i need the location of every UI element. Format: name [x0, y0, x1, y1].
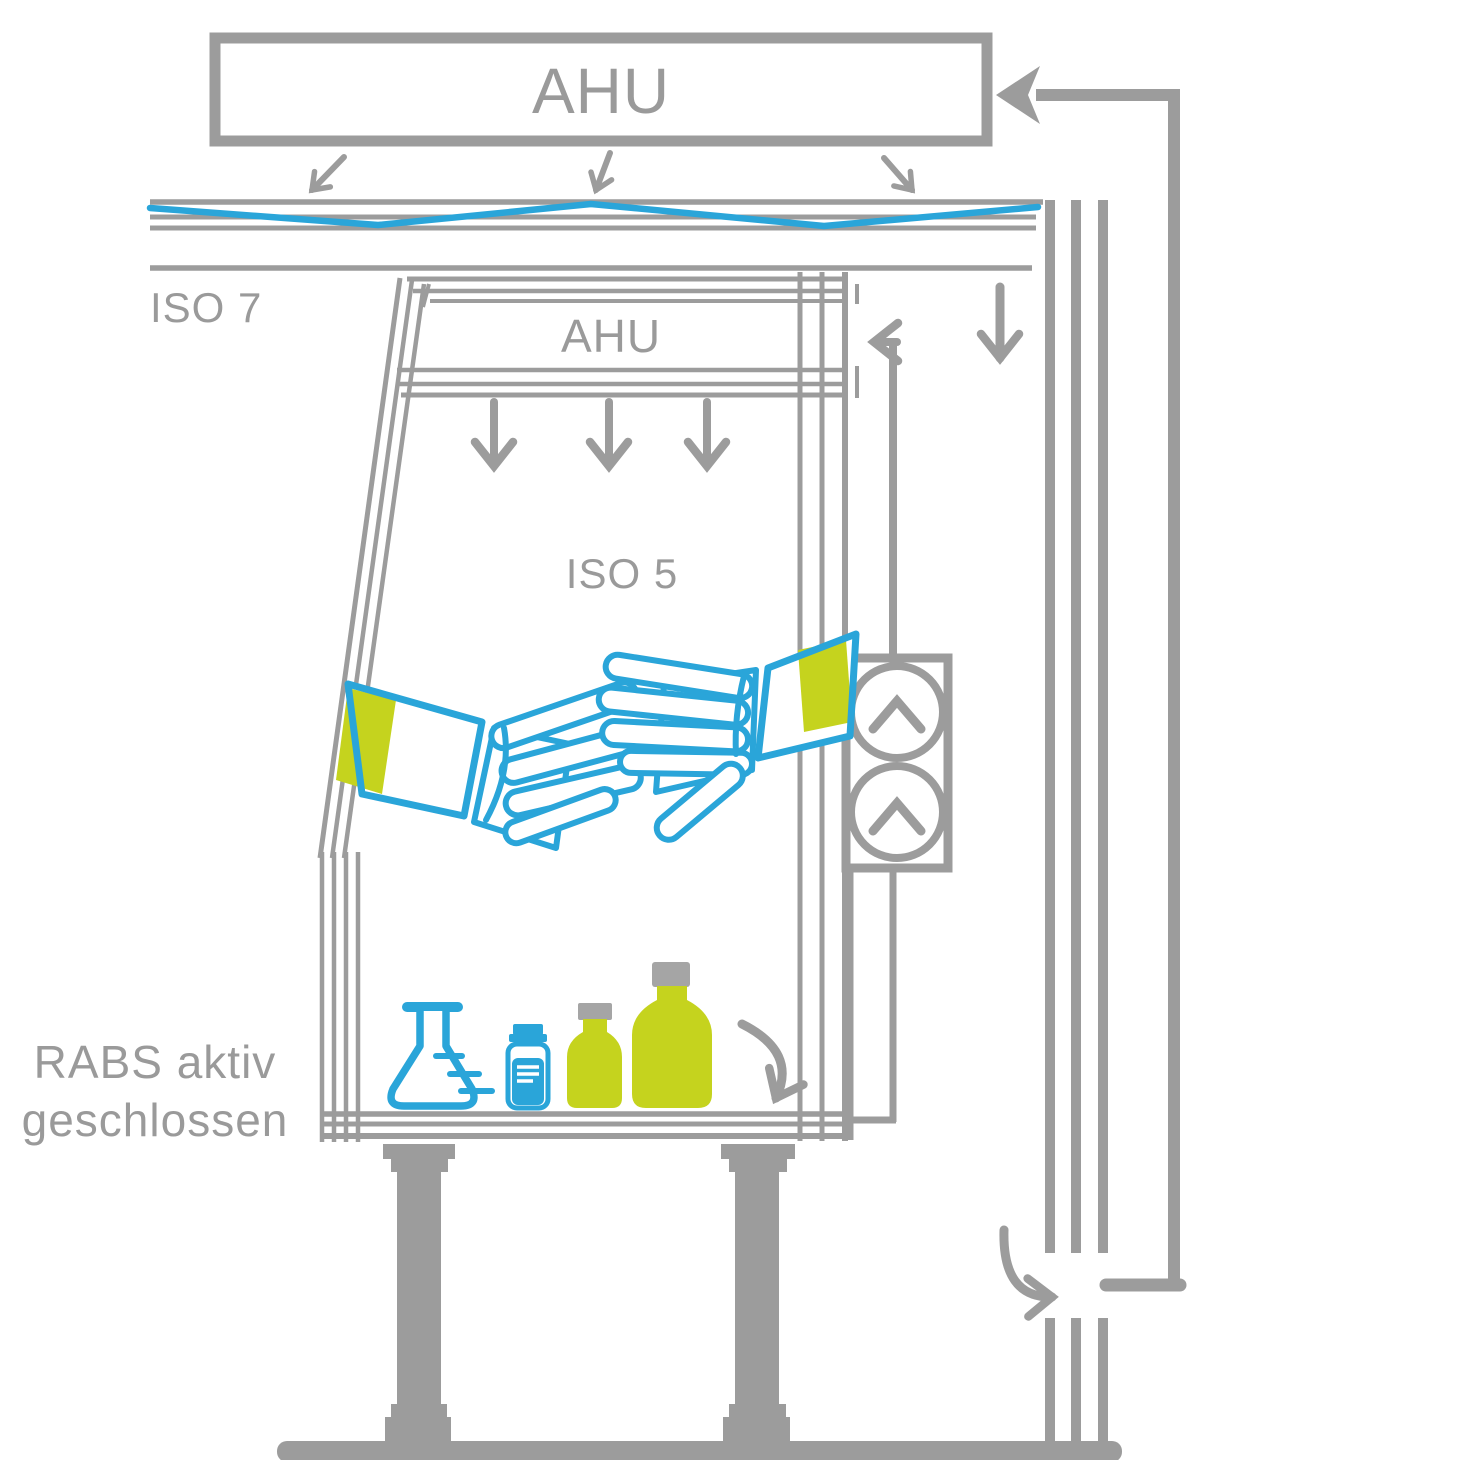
internal-ahu-label: AHU: [561, 310, 661, 362]
work-table: [320, 1111, 848, 1442]
laminar-flow-arrows: [470, 398, 731, 473]
vial-icon: [505, 1024, 551, 1111]
arrow-left-icon: [996, 66, 1040, 124]
glove-cuff-band: [483, 725, 509, 823]
iso7-ceiling-filter: [146, 199, 1043, 271]
main-ahu-label: AHU: [532, 55, 670, 127]
main-ahu-unit: AHU: [209, 32, 993, 147]
fan-unit: [841, 653, 953, 873]
recirculation-duct: [846, 318, 903, 1140]
bottle-icon: [632, 962, 712, 1108]
glove-cuff-band: [732, 673, 747, 757]
table-leg: [383, 1144, 455, 1442]
glove-icon: [595, 630, 860, 843]
floor-bar: [277, 1441, 1122, 1460]
fan-icon: [847, 662, 947, 762]
main-ahu-box: [209, 32, 993, 147]
curved-airflow-arrow-icon: [737, 1019, 808, 1105]
airflow-arrow-icon: [881, 155, 916, 194]
process-equipment: [387, 962, 808, 1111]
glove-port: [798, 640, 852, 732]
status-caption: RABS aktiv geschlossen: [22, 1036, 289, 1146]
airflow-arrow-icon: [308, 154, 347, 194]
fan-chevron-icon: [868, 796, 926, 836]
curved-airflow-arrow-icon: [999, 1225, 1059, 1321]
fan-chevron-icon: [868, 694, 926, 734]
hepa-filter-icon: [146, 200, 1042, 230]
fan-icon: [847, 762, 947, 862]
status-line2: geschlossen: [22, 1094, 289, 1146]
flask-icon: [387, 1002, 495, 1110]
iso5-label: ISO 5: [566, 550, 678, 597]
iso7-label: ISO 7: [150, 284, 262, 331]
table-leg: [721, 1144, 795, 1442]
status-line1: RABS aktiv: [34, 1036, 277, 1088]
supply-airflow-arrows: [308, 150, 916, 195]
bottle-icon: [567, 1003, 622, 1108]
airflow-arrow-icon: [588, 150, 615, 195]
room-return-ducts: [976, 66, 1187, 1444]
operator-gloves: [336, 630, 860, 851]
